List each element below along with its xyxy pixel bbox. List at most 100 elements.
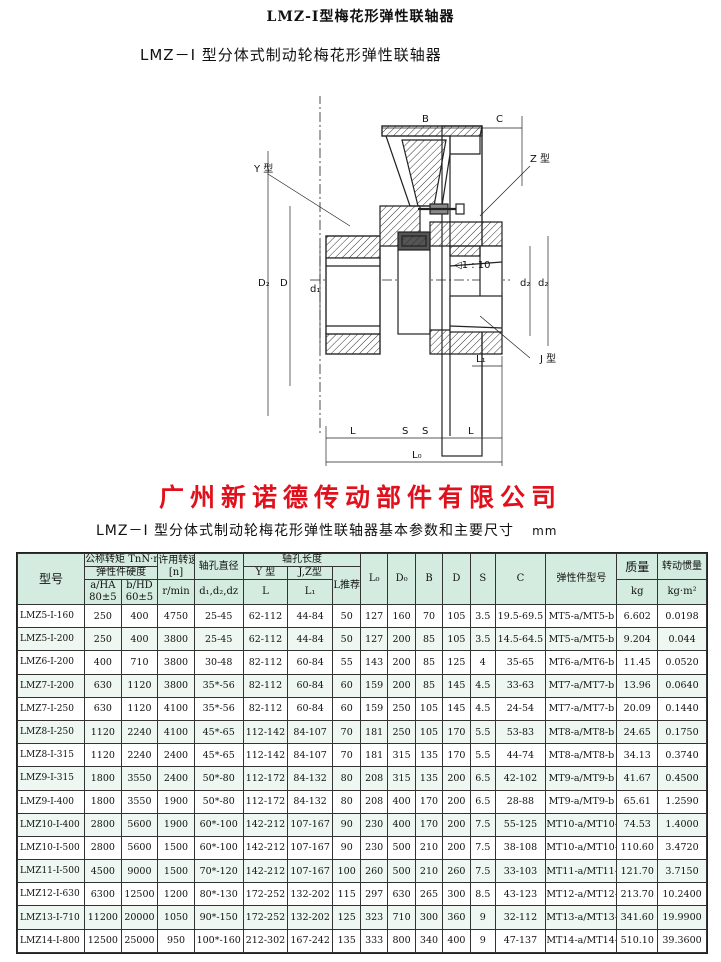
table-cell: 13.96 <box>616 673 659 698</box>
table-cell: 80*-130 <box>193 882 244 907</box>
table-cell: 50*-80 <box>193 766 244 791</box>
table-cell: MT11-a/MT11-b <box>545 859 618 884</box>
table-cell: 297 <box>360 882 388 907</box>
table-cell: 250 <box>386 696 417 721</box>
table-cell: 1120 <box>120 696 159 721</box>
col-mass: 质量 <box>616 553 659 580</box>
table-cell: 3800 <box>157 673 195 698</box>
table-cell: 85 <box>415 650 443 675</box>
dim-dz-label: d₂ <box>538 278 548 289</box>
table-cell: 80 <box>331 789 362 814</box>
table-cell: 142-212 <box>242 859 289 884</box>
table-cell: 145 <box>441 673 472 698</box>
table-cell: 42-102 <box>494 766 547 791</box>
table-cell: 107-167 <box>287 859 333 884</box>
table-cell: 70*-120 <box>193 859 244 884</box>
col-inertia: 转动惯量 <box>657 553 707 580</box>
table-cell: 44-74 <box>494 743 547 768</box>
table-cell: 39.3600 <box>657 928 707 954</box>
table-cell: 1.2590 <box>657 789 707 814</box>
table-cell: 85 <box>415 627 443 652</box>
table-cell: 115 <box>331 882 362 907</box>
table-cell: 35-65 <box>494 650 547 675</box>
table-cell: 45*-65 <box>193 743 244 768</box>
table-cell: 0.1750 <box>657 719 707 745</box>
table-cell: 132-202 <box>287 905 333 930</box>
model-cell: LMZ9-Ⅰ-400 <box>16 789 86 814</box>
table-cell: 0.4500 <box>657 766 707 791</box>
col-d: D <box>441 553 472 605</box>
table-cell: 32-112 <box>494 905 547 930</box>
table-cell: MT12-a/MT12-b <box>545 882 618 907</box>
table-cell: 25-45 <box>193 627 244 652</box>
dim-l-left-label: L <box>350 426 356 437</box>
table-cell: 208 <box>360 789 388 814</box>
dim-l0-label: L₀ <box>412 450 422 461</box>
table-cell: 1900 <box>157 812 195 837</box>
model-cell: LMZ12-Ⅰ-630 <box>16 882 86 907</box>
col-l0: L₀ <box>360 553 388 605</box>
table-cell: 0.1440 <box>657 696 707 721</box>
table-cell: 0.3740 <box>657 743 707 768</box>
table-cell: 6.5 <box>470 766 496 791</box>
table-cell: 47-137 <box>494 928 547 954</box>
table-cell: 60 <box>331 673 362 698</box>
model-cell: LMZ5-Ⅰ-200 <box>16 627 86 652</box>
table-cell: 3.4720 <box>657 835 707 861</box>
page-heading: LMZ-I型梅花形弹性联轴器 <box>266 9 455 25</box>
spec-table: 型号 公称转矩 TnN·m 许用转速[n] 轴孔直径 轴孔长度 L₀ D₀ B … <box>16 553 707 954</box>
dim-d-label: D <box>280 278 288 289</box>
table-cell: MT14-a/MT14-b <box>545 928 618 954</box>
dim-d2-label: D₂ <box>258 278 270 289</box>
table-cell: MT7-a/MT7-b <box>545 696 618 721</box>
table-cell: 9000 <box>120 859 159 884</box>
drawing-title: LMZ－Ⅰ 型分体式制动轮梅花形弹性联轴器 <box>140 46 442 64</box>
table-cell: 950 <box>157 928 195 954</box>
col-mass-unit: kg <box>616 579 659 605</box>
table-cell: 172-252 <box>242 882 289 907</box>
table-cell: 12500 <box>84 928 122 954</box>
table-cell: 9 <box>470 928 496 954</box>
table-cell: 2240 <box>120 719 159 745</box>
table-cell: 3550 <box>120 766 159 791</box>
table-cell: MT9-a/MT9-b <box>545 766 618 791</box>
table-cell: 160 <box>386 603 417 629</box>
table-cell: 7.5 <box>470 859 496 884</box>
table-cell: 142-212 <box>242 835 289 861</box>
model-cell: LMZ14-Ⅰ-800 <box>16 928 86 954</box>
table-cell: 43-123 <box>494 882 547 907</box>
table-cell: 70 <box>331 719 362 745</box>
table-title-text: LMZ－Ⅰ 型分体式制动轮梅花形弹性联轴器基本参数和主要尺寸 <box>96 523 515 539</box>
table-cell: 41.67 <box>616 766 659 791</box>
j-type-label: J 型 <box>539 352 556 365</box>
table-cell: 60 <box>331 696 362 721</box>
dim-b-label: B <box>422 114 429 125</box>
table-cell: 800 <box>386 928 417 954</box>
table-cell: 210 <box>415 859 443 884</box>
col-c: C <box>494 553 547 605</box>
table-cell: 200 <box>441 789 472 814</box>
table-cell: MT10-a/MT10-b <box>545 835 618 861</box>
model-cell: LMZ5-Ⅰ-160 <box>16 603 86 629</box>
table-cell: 112-142 <box>242 719 289 745</box>
col-b: B <box>415 553 443 605</box>
table-cell: 1200 <box>157 882 195 907</box>
table-cell: MT9-a/MT9-b <box>545 789 618 814</box>
table-cell: 3550 <box>120 789 159 814</box>
table-unit: mm <box>532 524 558 538</box>
table-cell: 2800 <box>84 835 122 861</box>
table-cell: 210 <box>415 835 443 861</box>
table-cell: 300 <box>441 882 472 907</box>
col-y: Y 型 <box>242 566 289 580</box>
model-cell: LMZ9-Ⅰ-315 <box>16 766 86 791</box>
table-cell: 121.70 <box>616 859 659 884</box>
table-cell: 60*-100 <box>193 835 244 861</box>
table-cell: 230 <box>360 835 388 861</box>
